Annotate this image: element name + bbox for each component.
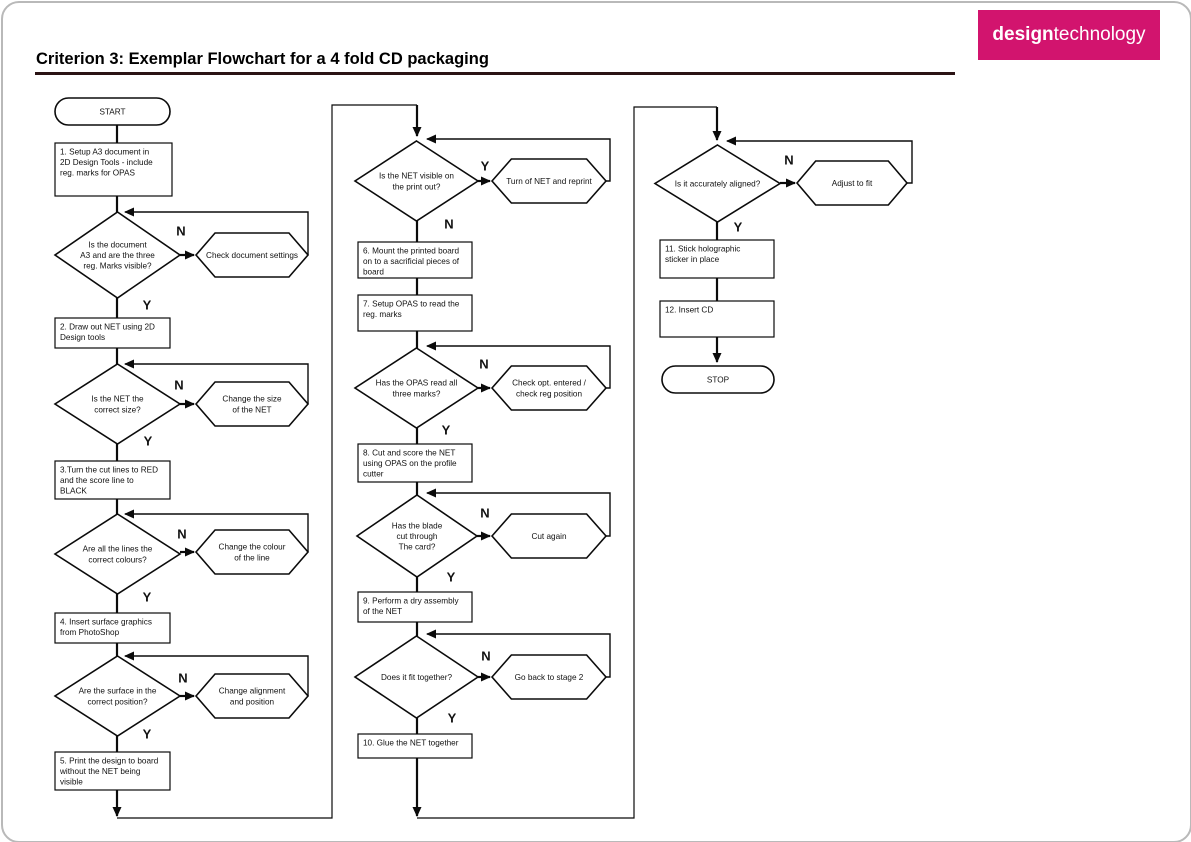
stop-terminator: STOP xyxy=(661,365,775,394)
fix-6-label: Check opt. entered /check reg position xyxy=(512,379,586,399)
fix-5: Turn of NET and reprint xyxy=(490,158,608,204)
brand-logo-bold-text: design xyxy=(992,24,1054,45)
connector-15 xyxy=(124,651,309,696)
connector-40 xyxy=(726,136,913,184)
decision-8-label: Does it fit together? xyxy=(381,673,452,682)
branch-label-y-8: Y xyxy=(143,727,152,742)
branch-label-n-15: N xyxy=(481,649,490,664)
connector-3 xyxy=(124,207,309,255)
branch-label-n-1: N xyxy=(176,224,185,239)
fix-9-label: Adjust to fit xyxy=(832,179,873,188)
fix-7: Cut again xyxy=(490,513,608,559)
connector-19 xyxy=(117,104,417,819)
connector-26 xyxy=(426,341,611,389)
branch-label-n-10: N xyxy=(444,217,453,232)
fix-7-label: Cut again xyxy=(531,532,566,541)
decision-8: Does it fit together? xyxy=(353,635,480,719)
branch-label-n-5: N xyxy=(177,527,186,542)
process-12: 12. Insert CD xyxy=(659,300,775,338)
connector-38 xyxy=(417,106,717,819)
decision-9-label: Is it accurately aligned? xyxy=(675,180,761,189)
connector-34 xyxy=(426,629,611,678)
branch-label-y-12: Y xyxy=(442,423,451,438)
branch-label-y-6: Y xyxy=(143,590,152,605)
process-10-label: 10. Glue the NET together xyxy=(363,739,459,748)
fix-1-label: Check document settings xyxy=(206,251,298,260)
branch-label-y-4: Y xyxy=(144,434,153,449)
fix-5-label: Turn of NET and reprint xyxy=(506,177,592,186)
branch-label-n-7: N xyxy=(178,671,187,686)
fix-8: Go back to stage 2 xyxy=(490,654,608,700)
stop-terminator-label: STOP xyxy=(707,376,730,385)
connector-11 xyxy=(124,509,309,552)
branch-label-n-3: N xyxy=(174,378,183,393)
decision-9: Is it accurately aligned? xyxy=(653,144,782,223)
start-terminator: START xyxy=(54,97,171,126)
process-12-label: 12. Insert CD xyxy=(665,306,713,315)
branch-label-y-9: Y xyxy=(481,159,490,174)
page-title: Criterion 3: Exemplar Flowchart for a 4 … xyxy=(36,50,489,68)
branch-label-n-17: N xyxy=(784,153,793,168)
fix-1: Check document settings xyxy=(194,232,310,278)
fix-8-label: Go back to stage 2 xyxy=(515,673,584,682)
branch-label-n-11: N xyxy=(479,357,488,372)
title-underline xyxy=(35,72,955,75)
connector-21 xyxy=(426,134,611,182)
branch-label-y-18: Y xyxy=(734,220,743,235)
branch-label-y-14: Y xyxy=(447,570,456,585)
start-terminator-label: START xyxy=(99,108,125,117)
branch-label-y-16: Y xyxy=(448,711,457,726)
fix-6: Check opt. entered /check reg position xyxy=(490,365,608,411)
fix-9: Adjust to fit xyxy=(795,160,909,206)
connector-7 xyxy=(124,359,309,404)
brand-logo-regular-text: technology xyxy=(1053,24,1146,45)
branch-label-n-13: N xyxy=(480,506,489,521)
connector-30 xyxy=(426,488,611,537)
branch-label-y-2: Y xyxy=(143,298,152,313)
process-10: 10. Glue the NET together xyxy=(357,733,473,759)
